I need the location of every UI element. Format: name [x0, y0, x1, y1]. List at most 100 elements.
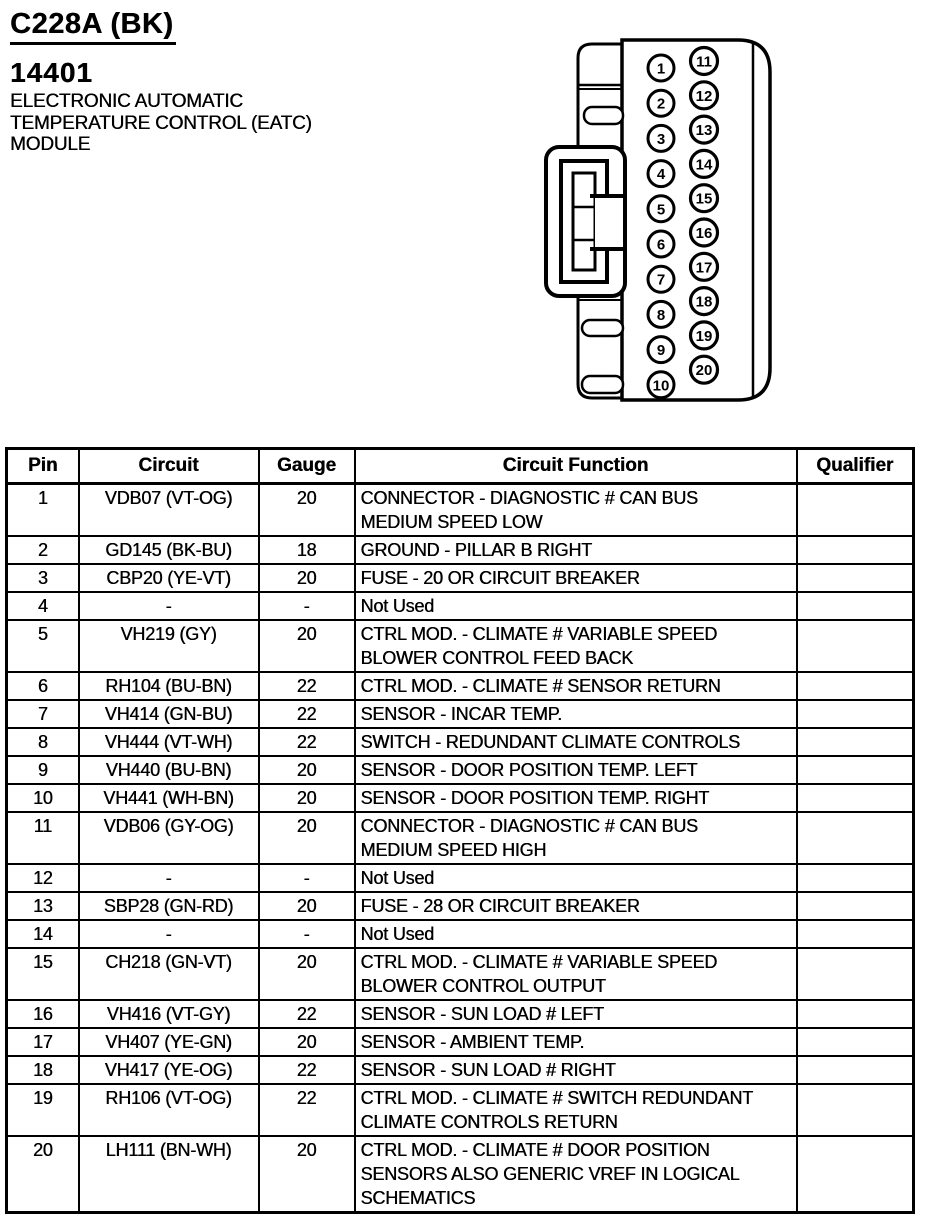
function-line: CONNECTOR - DIAGNOSTIC # CAN BUS — [360, 488, 699, 508]
pin-number: 7 — [657, 272, 665, 289]
connector-id-title: C228A (BK) — [10, 8, 177, 45]
col-header-circuit-function: Circuit Function — [353, 447, 798, 485]
cell-qualifier — [795, 919, 915, 949]
cell-gauge: 22 — [257, 727, 356, 757]
cell-qualifier — [795, 699, 915, 729]
pin-circle — [646, 194, 676, 224]
cell-pin: 4 — [5, 591, 80, 621]
function-line: GROUND - PILLAR B RIGHT — [360, 540, 593, 560]
cell-gauge: 18 — [257, 535, 356, 565]
pin-circle — [688, 251, 720, 282]
function-line: BLOWER CONTROL FEED BACK — [360, 648, 634, 668]
function-line: CTRL MOD. - CLIMATE # VARIABLE SPEED — [360, 952, 718, 972]
cell-qualifier — [795, 863, 915, 893]
function-line: SCHEMATICS — [360, 1188, 476, 1208]
cell-qualifier — [795, 671, 915, 701]
cell-gauge: 22 — [257, 999, 356, 1029]
cell-pin: 8 — [5, 727, 80, 757]
function-line: Not Used — [360, 924, 435, 944]
cell-gauge: - — [257, 863, 356, 893]
cell-pin: 9 — [5, 755, 80, 785]
cell-pin: 2 — [5, 535, 80, 565]
cell-circuit: LH111 (BN-WH) — [77, 1135, 260, 1214]
cell-circuit: GD145 (BK-BU) — [77, 535, 260, 565]
pin-circle — [688, 183, 720, 214]
pin-number: 20 — [696, 362, 713, 379]
cell-circuit: VH219 (GY) — [77, 619, 260, 673]
pin-circle — [688, 80, 720, 111]
cell-function: CTRL MOD. - CLIMATE # SENSOR RETURN — [353, 671, 798, 701]
cell-qualifier — [795, 1135, 915, 1214]
pinout-table: Pin Circuit Gauge Circuit Function Quali… — [5, 447, 915, 1214]
function-line: SWITCH - REDUNDANT CLIMATE CONTROLS — [360, 732, 741, 752]
cell-circuit: VH440 (BU-BN) — [77, 755, 260, 785]
function-line: FUSE - 28 OR CIRCUIT BREAKER — [360, 896, 640, 916]
cell-circuit: CH218 (GN-VT) — [77, 947, 260, 1001]
function-line: BLOWER CONTROL OUTPUT — [360, 976, 606, 996]
cell-function: SENSOR - DOOR POSITION TEMP. RIGHT — [353, 783, 798, 813]
cell-circuit: SBP28 (GN-RD) — [77, 891, 260, 921]
cell-gauge: 20 — [257, 1027, 356, 1057]
header-row: Pin Circuit Gauge Circuit Function Quali… — [5, 447, 915, 485]
pinout-table-header: Pin Circuit Gauge Circuit Function Quali… — [5, 447, 915, 485]
cell-pin: 10 — [5, 783, 80, 813]
pin-number: 9 — [657, 342, 665, 359]
cell-function: CTRL MOD. - CLIMATE # VARIABLE SPEED BLOW… — [353, 947, 798, 1001]
cell-gauge: 20 — [257, 563, 356, 593]
cell-pin: 11 — [5, 811, 80, 865]
cell-pin: 5 — [5, 619, 80, 673]
cell-pin: 16 — [5, 999, 80, 1029]
strip-slot — [580, 374, 625, 395]
part-number: 14401 — [10, 57, 93, 88]
col-header-circuit: Circuit — [77, 447, 260, 485]
table-row: 12--Not Used — [5, 863, 915, 893]
cell-function: SENSOR - SUN LOAD # RIGHT — [353, 1055, 798, 1085]
pin-number: 14 — [696, 156, 713, 173]
table-row: 14--Not Used — [5, 919, 915, 949]
function-line: MEDIUM SPEED LOW — [360, 512, 543, 532]
function-line: CLIMATE CONTROLS RETURN — [360, 1112, 618, 1132]
function-line: MEDIUM SPEED HIGH — [360, 840, 547, 860]
col-header-qualifier: Qualifier — [795, 447, 915, 485]
col-header-gauge: Gauge — [257, 447, 356, 485]
cell-pin: 20 — [5, 1135, 80, 1214]
strip-slot — [582, 105, 625, 126]
pin-number: 8 — [657, 307, 665, 324]
function-line: SENSOR - SUN LOAD # RIGHT — [360, 1060, 616, 1080]
pin-number: 2 — [657, 96, 665, 113]
cell-pin: 3 — [5, 563, 80, 593]
cell-circuit: - — [77, 863, 260, 893]
cell-qualifier — [795, 482, 915, 537]
pin-circle — [688, 148, 720, 179]
cell-qualifier — [795, 591, 915, 621]
latch-tab — [595, 198, 623, 247]
pin-number: 19 — [696, 328, 713, 345]
cell-function: Not Used — [353, 591, 798, 621]
cell-qualifier — [795, 1083, 915, 1137]
table-row: 4--Not Used — [5, 591, 915, 621]
pin-number: 6 — [657, 237, 665, 254]
cell-pin: 17 — [5, 1027, 80, 1057]
cell-gauge: 22 — [257, 1055, 356, 1085]
cell-qualifier — [795, 619, 915, 673]
module-description-line: TEMPERATURE CONTROL (EATC) — [10, 112, 312, 134]
cell-gauge: 20 — [257, 891, 356, 921]
pin-number: 13 — [696, 122, 713, 139]
pin-number: 10 — [653, 377, 670, 394]
connector-latch — [544, 145, 627, 298]
cell-function: SENSOR - DOOR POSITION TEMP. LEFT — [353, 755, 798, 785]
cell-function: SENSOR - AMBIENT TEMP. — [353, 1027, 798, 1057]
cell-circuit: VH444 (VT-WH) — [77, 727, 260, 757]
function-line: SENSOR - INCAR TEMP. — [360, 704, 563, 724]
